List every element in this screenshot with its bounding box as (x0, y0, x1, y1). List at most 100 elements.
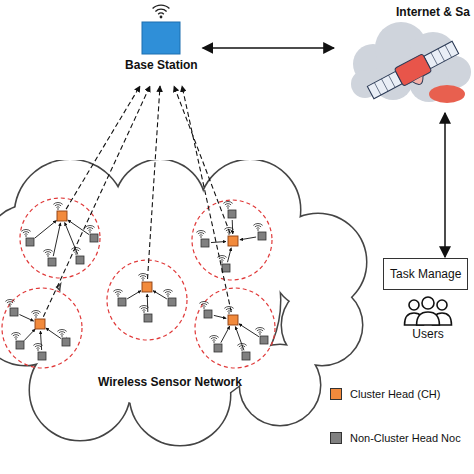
wifi-symbol (11, 332, 20, 339)
base-station-box (142, 22, 180, 54)
wifi-symbol (21, 229, 30, 236)
wifi-dot (257, 229, 259, 231)
wifi-dot (228, 233, 230, 235)
sensor-cluster (2, 288, 82, 368)
wifi-arc (209, 335, 218, 337)
wifi-arc (141, 308, 147, 309)
sensor-node (201, 239, 209, 247)
wifi-arc (196, 230, 205, 232)
wifi-arc (139, 305, 148, 307)
uplink-arrow (148, 86, 160, 279)
panel-grid (389, 75, 396, 87)
wifi-dot (37, 349, 39, 351)
cluster-boundary (107, 260, 187, 340)
wifi-arc (36, 347, 39, 349)
wifi-arc (253, 223, 262, 225)
uplink-arrow (43, 86, 150, 317)
wifi-arc (33, 343, 42, 345)
wifi-arc (56, 206, 59, 208)
cloud-service: Internet & Sa (335, 2, 472, 112)
member-link (24, 329, 35, 341)
legend-swatch (330, 432, 342, 444)
sensor-node (38, 352, 46, 360)
wifi-dot (167, 295, 169, 297)
wifi-arc (256, 227, 259, 229)
node-label: Wireless Sensor Network (98, 375, 370, 389)
wifi-dot (227, 207, 229, 209)
wifi-symbol (139, 305, 148, 312)
wifi-arc (156, 9, 167, 11)
cloud-puff (429, 85, 465, 103)
wifi-arc (53, 202, 62, 204)
wifi-symbol (253, 223, 262, 230)
member-link (127, 291, 141, 299)
wifi-arc (14, 336, 17, 338)
legend-row: Cluster Head (CH) (330, 388, 461, 400)
sensor-cluster (107, 260, 187, 340)
wifi-symbol (223, 201, 232, 208)
wifi-arc (71, 247, 80, 249)
wifi-arc (23, 232, 29, 233)
wifi-symbol (138, 273, 147, 280)
legend: Cluster Head (CH)Non-Cluster Head Noc (330, 388, 461, 444)
base-station: Base Station (121, 2, 202, 74)
wifi-dot (228, 312, 230, 314)
member-link (19, 315, 33, 322)
wifi-arc (226, 205, 229, 207)
double-arrow (444, 113, 446, 257)
wifi-dot (61, 335, 63, 337)
wifi-arc (237, 343, 246, 345)
wifi-symbol (153, 5, 170, 18)
person-head (409, 300, 419, 310)
wifi-dot (160, 16, 163, 19)
cluster-head (228, 236, 238, 246)
wifi-dot (117, 295, 119, 297)
member-link (214, 315, 226, 318)
wifi-symbol (199, 301, 208, 308)
wifi-symbol (209, 335, 218, 342)
wifi-dot (25, 235, 27, 237)
wifi-symbol (237, 343, 246, 350)
wifi-arc (255, 226, 261, 227)
satellite-body (394, 54, 432, 87)
wifi-arc (140, 276, 146, 277)
wifi-dot (47, 255, 49, 257)
wifi-symbol (33, 343, 42, 350)
wifi-arc (34, 314, 37, 316)
member-link (40, 331, 41, 350)
legend-label: Cluster Head (CH) (350, 388, 440, 400)
member-link (53, 223, 60, 256)
member-link (211, 241, 226, 242)
sensor-node (90, 234, 98, 242)
member-link (46, 328, 61, 339)
wifi-dot (221, 261, 223, 263)
wifi-arc (55, 205, 61, 206)
wifi-symbol (85, 225, 94, 232)
cluster-head (142, 282, 152, 292)
uplink-arrow (174, 86, 230, 234)
wifi-arc (224, 306, 233, 308)
panel-grid (381, 79, 388, 91)
sensor-node (16, 341, 24, 349)
base-station-icon (131, 2, 191, 58)
wifi-arc (21, 229, 30, 231)
cluster-head (57, 211, 67, 221)
wifi-dot (89, 231, 91, 233)
cluster-boundary (20, 198, 100, 278)
wifi-arc (24, 233, 27, 235)
wifi-arc (224, 227, 233, 229)
wifi-arc (201, 304, 207, 305)
person-head (422, 297, 434, 309)
wifi-symbol (224, 306, 233, 313)
wifi-symbol (196, 230, 205, 237)
user-group: Users (398, 296, 458, 341)
node-label: Users (402, 327, 454, 341)
wifi-arc (43, 249, 52, 251)
person-head (437, 300, 447, 310)
cluster-head (228, 315, 238, 325)
wifi-arc (199, 301, 208, 303)
sensor-node (242, 352, 250, 360)
wifi-arc (163, 289, 172, 291)
node-label: Base Station (125, 58, 198, 72)
